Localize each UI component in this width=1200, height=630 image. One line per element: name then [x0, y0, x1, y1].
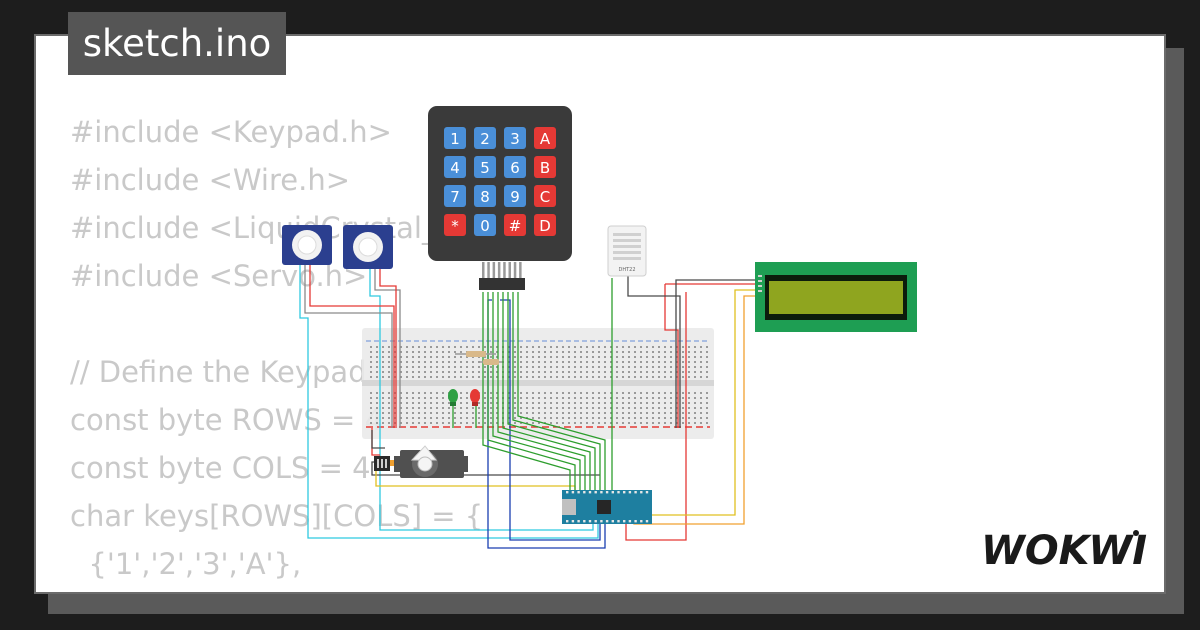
code-line: #include <Wire.h>	[70, 163, 351, 197]
arduino-nano[interactable]	[562, 490, 652, 524]
keypad-key-label: 3	[510, 130, 520, 148]
code-line: // Define the Keypad	[70, 355, 367, 389]
wires	[299, 262, 763, 549]
wokwi-logo: WOKWI	[981, 528, 1147, 574]
keypad-key[interactable]: 0	[474, 214, 496, 236]
resistor-2	[478, 359, 502, 365]
keypad-key[interactable]: C	[534, 185, 556, 207]
keypad-key[interactable]: 9	[504, 185, 526, 207]
keypad-key[interactable]: 4	[444, 156, 466, 178]
red-led[interactable]	[470, 389, 480, 406]
resistor-1	[455, 351, 496, 357]
keypad-key-label: #	[509, 217, 522, 235]
brand-name: WOKWI	[981, 528, 1147, 574]
keypad-key[interactable]: 3	[504, 127, 526, 149]
keypad-key[interactable]: 8	[474, 185, 496, 207]
keypad-key-label: 4	[450, 159, 460, 177]
code-line: const byte COLS = 4	[70, 451, 371, 485]
keypad-key-label: C	[540, 188, 550, 206]
code-line: char keys[ROWS][COLS] = {	[70, 499, 484, 533]
keypad-key-label: 1	[450, 130, 460, 148]
code-line: #include <Keypad.h>	[70, 115, 392, 149]
keypad-key[interactable]: 6	[504, 156, 526, 178]
keypad-key-label: 0	[480, 217, 490, 235]
breadboard	[362, 328, 714, 439]
dht22-label: DHT22	[618, 267, 635, 273]
preview-card: #include <Keypad.h>#include <Wire.h>#inc…	[34, 34, 1166, 594]
keypad-key[interactable]: #	[504, 214, 526, 236]
code-line: const byte ROWS = 4	[70, 403, 384, 437]
keypad-key-label: 7	[450, 188, 460, 206]
keypad-key[interactable]: 5	[474, 156, 496, 178]
keypad-key[interactable]: 2	[474, 127, 496, 149]
code-line: {'1','2','3','A'},	[70, 547, 302, 581]
keypad-key-label: A	[540, 130, 551, 148]
keypad-key-label: D	[539, 217, 551, 235]
keypad-key-label: B	[540, 159, 550, 177]
green-led[interactable]	[448, 389, 458, 406]
keypad-key-label: 2	[480, 130, 490, 148]
keypad-key-label: 6	[510, 159, 520, 177]
keypad-key-label: *	[451, 217, 459, 235]
keypad-key[interactable]: 7	[444, 185, 466, 207]
keypad-key[interactable]: 1	[444, 127, 466, 149]
keypad-key-label: 8	[480, 188, 490, 206]
dht22-sensor[interactable]: DHT22	[607, 225, 647, 277]
keypad-key[interactable]: B	[534, 156, 556, 178]
code-preview: #include <Keypad.h>#include <Wire.h>#inc…	[70, 108, 484, 592]
keypad-key-label: 5	[480, 159, 490, 177]
lcd-display[interactable]	[755, 262, 917, 332]
keypad-key[interactable]: *	[444, 214, 466, 236]
keypad-key[interactable]: D	[534, 214, 556, 236]
pir-sensor-2[interactable]	[343, 225, 393, 269]
file-name-label: sketch.ino	[68, 12, 286, 75]
pir-sensor-1[interactable]	[282, 225, 332, 265]
keypad-key-label: 9	[510, 188, 520, 206]
servo-motor[interactable]	[374, 445, 468, 478]
keypad-key[interactable]: A	[534, 127, 556, 149]
keypad[interactable]: 1 2 3 A 4 5 6 B 7 8 9 C * 0 # D	[428, 106, 572, 290]
